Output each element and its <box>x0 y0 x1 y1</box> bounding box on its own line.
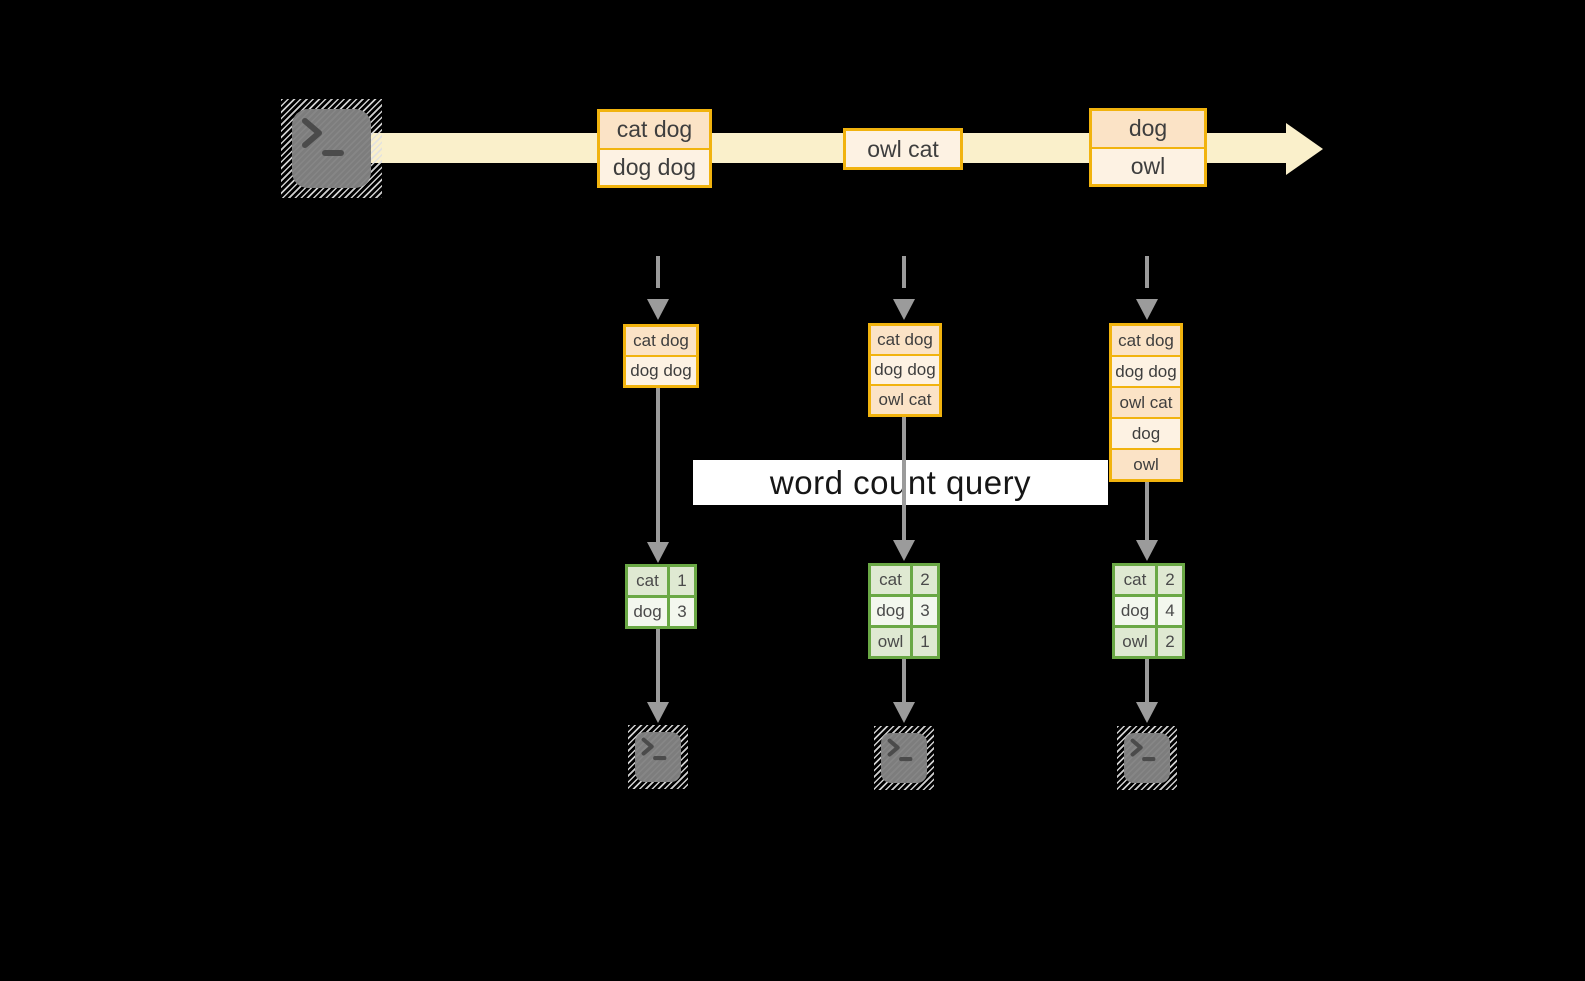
sink-terminal-icon-2 <box>874 726 934 790</box>
count-word: dog <box>1115 597 1155 625</box>
count-value: 3 <box>913 597 937 625</box>
connector-line <box>656 629 660 703</box>
down-arrow-icon <box>1136 299 1158 320</box>
count-word: cat <box>871 566 910 594</box>
count-table-1: cat 1 dog 3 <box>625 564 697 629</box>
down-arrow-icon <box>647 702 669 723</box>
count-word: owl <box>1115 628 1155 656</box>
down-arrow-icon <box>1136 702 1158 723</box>
down-arrow-icon <box>647 299 669 320</box>
dashed-arrow-line <box>656 256 660 288</box>
batch-cell: dog <box>1092 111 1204 147</box>
connector-line <box>902 417 906 540</box>
count-value: 2 <box>913 566 937 594</box>
batch-cell: cat dog <box>600 112 709 148</box>
prompt-glyph-icon <box>887 738 913 762</box>
stream-batch-3: dog owl <box>1089 108 1207 187</box>
count-word: dog <box>628 598 667 626</box>
state-cell: dog dog <box>626 357 696 385</box>
count-table-3: cat 2 dog 4 owl 2 <box>1112 563 1185 659</box>
state-box-1: cat dog dog dog <box>623 324 699 388</box>
stream-batch-2: owl cat <box>843 128 963 170</box>
count-word: cat <box>628 567 667 595</box>
down-arrow-icon <box>647 542 669 563</box>
query-label-bar: word count query <box>693 460 1108 505</box>
down-arrow-icon <box>893 299 915 320</box>
count-value: 4 <box>1158 597 1182 625</box>
prompt-glyph-icon <box>1130 738 1156 762</box>
state-cell: cat dog <box>1112 326 1180 355</box>
down-arrow-icon <box>1136 540 1158 561</box>
connector-line <box>1145 659 1149 703</box>
dashed-arrow-line <box>902 256 906 288</box>
batch-cell: owl cat <box>846 131 960 167</box>
state-cell: cat dog <box>626 327 696 355</box>
sink-terminal-icon-3 <box>1117 726 1177 790</box>
count-word: owl <box>871 628 910 656</box>
state-cell: owl cat <box>1112 388 1180 417</box>
batch-cell: owl <box>1092 148 1204 184</box>
state-cell: owl <box>1112 450 1180 479</box>
state-cell: dog <box>1112 419 1180 448</box>
down-arrow-icon <box>893 702 915 723</box>
count-word: cat <box>1115 566 1155 594</box>
stream-batch-1: cat dog dog dog <box>597 109 712 188</box>
state-cell: dog dog <box>1112 357 1180 386</box>
source-terminal-icon <box>281 99 382 198</box>
count-value: 2 <box>1158 566 1182 594</box>
query-label-text: word count query <box>769 463 1032 501</box>
connector-line <box>902 659 906 703</box>
prompt-glyph-icon <box>641 737 667 761</box>
batch-cell: dog dog <box>600 149 709 185</box>
state-cell: cat dog <box>871 326 939 354</box>
count-word: dog <box>871 597 910 625</box>
stream-arrowhead-icon <box>1286 123 1323 175</box>
count-table-2: cat 2 dog 3 owl 1 <box>868 563 940 659</box>
connector-line <box>1145 482 1149 540</box>
count-value: 1 <box>913 628 937 656</box>
state-box-3: cat dog dog dog owl cat dog owl <box>1109 323 1183 482</box>
state-cell: owl cat <box>871 386 939 414</box>
sink-terminal-icon-1 <box>628 725 688 789</box>
state-box-2: cat dog dog dog owl cat <box>868 323 942 417</box>
count-value: 1 <box>670 567 694 595</box>
connector-line <box>656 388 660 543</box>
state-cell: dog dog <box>871 356 939 384</box>
down-arrow-icon <box>893 540 915 561</box>
count-value: 2 <box>1158 628 1182 656</box>
count-value: 3 <box>670 598 694 626</box>
dashed-arrow-line <box>1145 256 1149 288</box>
prompt-glyph-icon <box>302 118 344 156</box>
